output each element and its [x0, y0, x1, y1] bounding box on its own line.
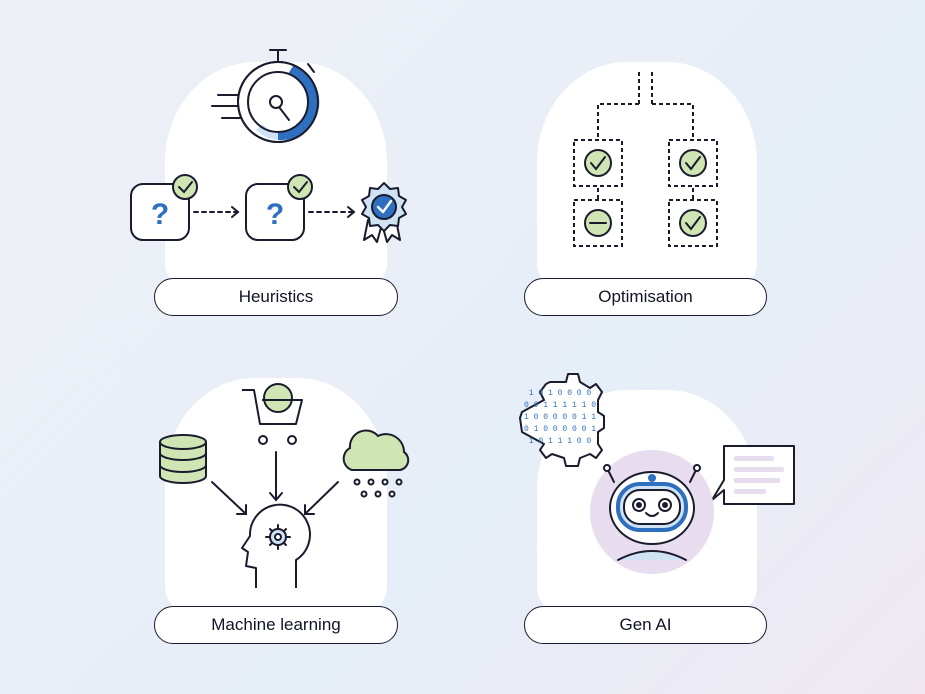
binary-row: 0 0 1 1 1 1 1 0: [524, 401, 596, 410]
binary-row: 0 1 0 0 0 0 0 1: [524, 425, 596, 434]
gen-ai-label: Gen AI: [524, 606, 767, 644]
heuristics-label: Heuristics: [154, 278, 398, 316]
binary-row: 1 0 1 1 1 0 0: [529, 437, 592, 446]
svg-text:?: ?: [151, 198, 169, 231]
binary-row: 1 0 1 0 0 0 0: [529, 389, 592, 398]
optimisation-label: Optimisation: [524, 278, 767, 316]
svg-text:?: ?: [266, 198, 284, 231]
binary-row: 1 0 0 0 0 0 1 1: [524, 413, 596, 422]
machine-learning-label: Machine learning: [154, 606, 398, 644]
